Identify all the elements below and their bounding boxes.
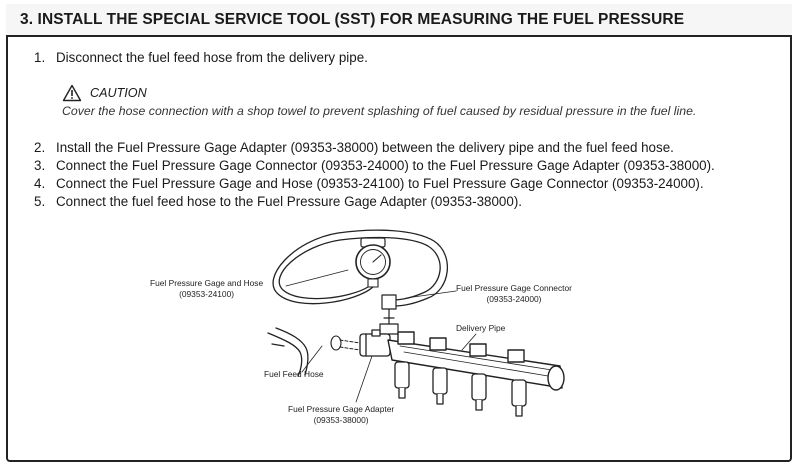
fuel-feed-hose-illustration — [267, 327, 361, 377]
gage-adapter-illustration — [359, 329, 391, 357]
label-gage-connector: Fuel Pressure Gage Connector (09353-2400… — [456, 283, 572, 305]
label-gage-adapter-name: Fuel Pressure Gage Adapter — [288, 404, 395, 414]
step-text: Disconnect the fuel feed hose from the d… — [56, 50, 368, 65]
delivery-pipe-illustration — [387, 331, 565, 391]
leader-lines — [285, 269, 477, 403]
step-3: 3. Connect the Fuel Pressure Gage Connect… — [34, 158, 715, 173]
label-fuel-feed-hose-name: Fuel Feed Hose — [264, 369, 324, 379]
step-number: 2. — [34, 140, 46, 155]
step-text: Connect the Fuel Pressure Gage Connector… — [56, 158, 715, 173]
gage-connector-illustration — [379, 294, 399, 335]
label-delivery-pipe-name: Delivery Pipe — [456, 323, 506, 333]
caution-text: Cover the hose connection with a shop to… — [62, 104, 697, 118]
step-number: 3. — [34, 158, 46, 173]
step-text: Install the Fuel Pressure Gage Adapter (… — [56, 140, 674, 155]
pressure-gage-illustration — [355, 237, 391, 288]
step-4: 4. Connect the Fuel Pressure Gage and Hos… — [34, 176, 704, 191]
step-1: 1. Disconnect the fuel feed hose from the… — [34, 50, 368, 65]
label-gage-connector-name: Fuel Pressure Gage Connector — [456, 283, 572, 293]
gage-hose-illustration — [272, 229, 448, 307]
label-gage-adapter: Fuel Pressure Gage Adapter (09353-38000) — [288, 404, 394, 426]
warning-triangle-icon — [62, 84, 82, 102]
step-number: 1. — [34, 50, 46, 65]
label-gage-and-hose-code: (09353-24100) — [179, 289, 235, 299]
label-gage-and-hose-name: Fuel Pressure Gage and Hose — [150, 278, 264, 288]
caution-heading: CAUTION — [62, 84, 147, 102]
label-fuel-feed-hose: Fuel Feed Hose — [264, 369, 324, 380]
step-number: 5. — [34, 194, 46, 209]
step-5: 5. Connect the fuel feed hose to the Fuel… — [34, 194, 522, 209]
caution-label: CAUTION — [90, 86, 147, 100]
label-delivery-pipe: Delivery Pipe — [456, 323, 505, 334]
step-2: 2. Install the Fuel Pressure Gage Adapter… — [34, 140, 674, 155]
injectors-illustration — [394, 361, 527, 417]
step-number: 4. — [34, 176, 46, 191]
label-gage-connector-code: (09353-24000) — [486, 294, 542, 304]
step-text: Connect the fuel feed hose to the Fuel P… — [56, 194, 523, 209]
section-title: 3. INSTALL THE SPECIAL SERVICE TOOL (SST… — [6, 4, 792, 37]
step-text: Connect the Fuel Pressure Gage and Hose … — [56, 176, 704, 191]
label-gage-adapter-code: (09353-38000) — [313, 415, 369, 425]
label-gage-and-hose: Fuel Pressure Gage and Hose (09353-24100… — [150, 278, 263, 300]
